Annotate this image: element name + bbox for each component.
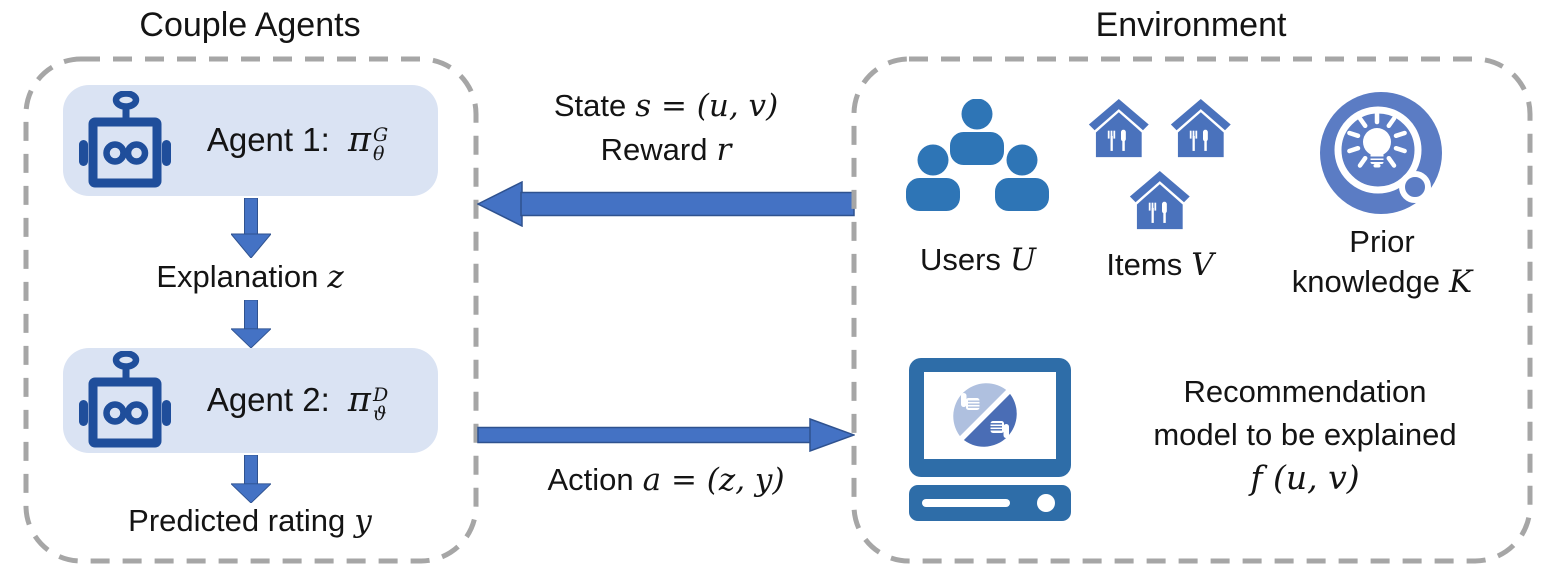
environment-box: [851, 56, 1533, 564]
prior-knowledge-text: knowledge: [1291, 264, 1441, 299]
robot-icon: [79, 350, 171, 447]
items-symbol: V: [1191, 247, 1214, 283]
reward-text: Reward: [600, 132, 708, 167]
agent2-name: Agent 2:: [206, 380, 330, 418]
users-symbol: U: [1009, 242, 1037, 278]
couple-agents-title: Couple Agents: [139, 6, 361, 44]
agent2-pi-symbol: π: [347, 379, 371, 420]
users-group-icon: [906, 99, 1049, 211]
rec-line1: Recommendation: [1183, 374, 1427, 409]
prior-line1: Prior: [1349, 224, 1415, 259]
explanation-symbol: z: [327, 259, 344, 295]
rec-math-symbol: f (u, v): [1250, 458, 1360, 497]
environment-title: Environment: [1095, 6, 1287, 44]
arrow-down-icon: [231, 300, 271, 348]
agent2-subscript: ϑ: [372, 403, 387, 426]
arrow-left-icon: [477, 181, 855, 227]
predicted-rating-symbol: y: [354, 503, 372, 539]
thumb-up-icon: [961, 393, 980, 410]
computer-rating-icon: [909, 358, 1071, 521]
users-text: Users: [919, 242, 1001, 277]
idea-search-icon: [1320, 92, 1442, 214]
predicted-rating-text: Predicted rating: [128, 503, 346, 538]
state-text: State: [553, 88, 627, 123]
agent1-subscript: θ: [372, 143, 385, 166]
explanation-text: Explanation: [156, 259, 319, 294]
recommendation-model-label: Recommendation model to be explained f (…: [1098, 370, 1512, 499]
arrow-down-icon: [231, 455, 271, 503]
arrow-right-icon: [477, 418, 855, 452]
items-text: Items: [1106, 247, 1183, 282]
thumb-down-icon: [990, 421, 1009, 438]
restaurant-house-icon: [1088, 99, 1231, 230]
action-math: a = (z, y): [642, 462, 785, 498]
robot-icon: [79, 90, 171, 187]
agent1-pi-symbol: π: [347, 119, 371, 160]
agent2-superscript: D: [372, 384, 389, 407]
couple-agents-box: [23, 56, 479, 564]
reward-math: r: [716, 132, 732, 168]
agent1-superscript: G: [372, 124, 389, 147]
action-text: Action: [547, 462, 634, 497]
prior-knowledge-symbol: K: [1449, 264, 1473, 300]
arrow-down-icon: [231, 198, 271, 258]
rec-line2: model to be explained: [1153, 417, 1457, 452]
agent1-name: Agent 1:: [206, 120, 330, 158]
state-math: s = (u, v): [635, 88, 779, 124]
